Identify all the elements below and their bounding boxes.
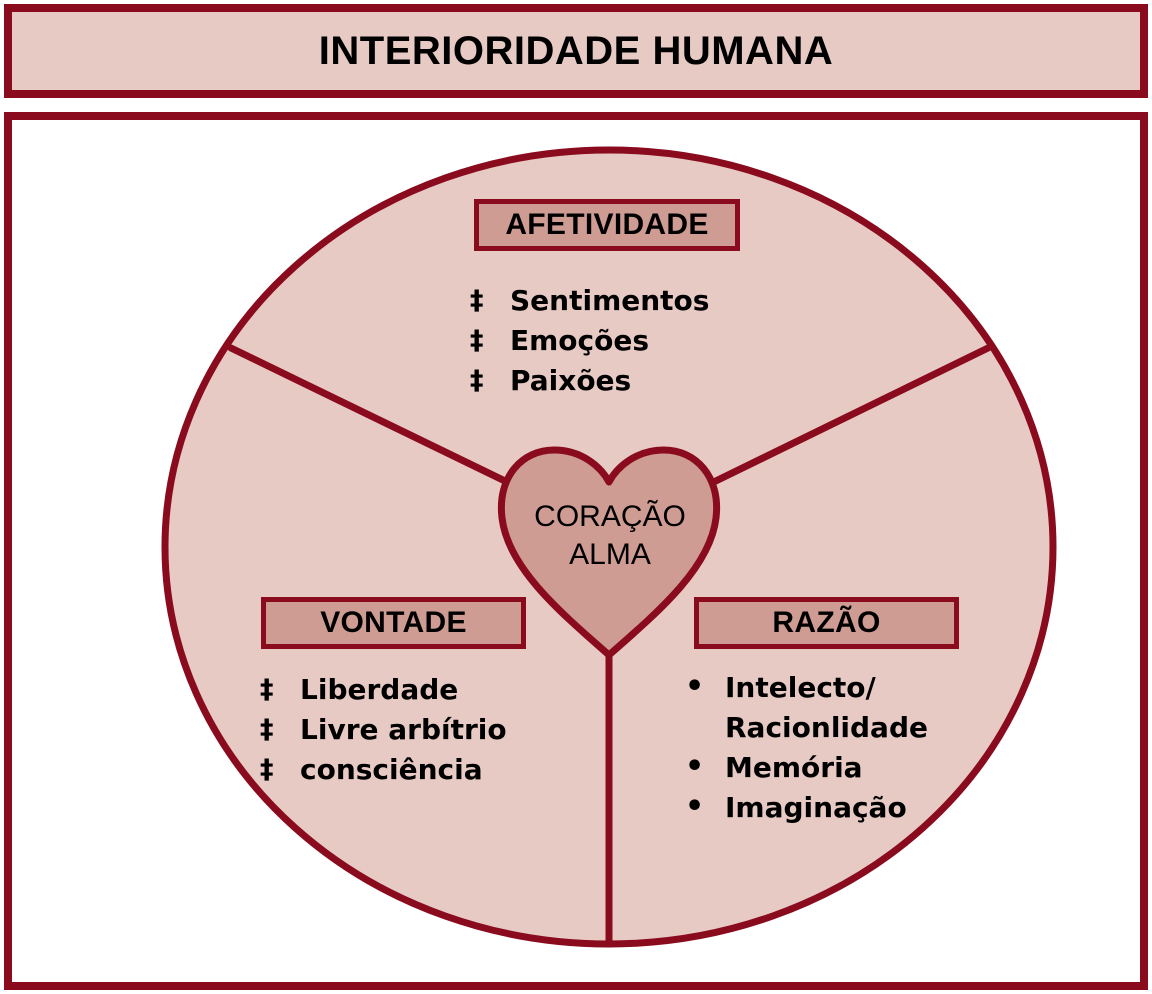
list-item-label: Imaginação [725,791,907,824]
title-bar: INTERIORIDADE HUMANA [4,4,1148,98]
bullet-dot-icon: • [685,789,705,824]
section-label-razao[interactable]: RAZÃO [694,597,959,649]
list-item-label: Livre arbítrio [300,713,507,746]
list-item: ‡ Emoções [470,321,709,361]
list-item: • Memória [685,748,928,788]
list-item-label: Emoções [510,324,650,357]
section-list-razao: • Intelecto/ Racionlidade • Memória • Im… [685,668,928,828]
list-item-label: consciência [300,753,483,786]
heart-label-line1: CORAÇÃO [534,500,686,533]
section-label-afetividade[interactable]: AFETIVIDADE [474,199,740,251]
section-label-text: AFETIVIDADE [505,208,709,241]
section-label-text: RAZÃO [772,606,881,639]
section-label-vontade[interactable]: VONTADE [261,597,526,649]
list-item: ‡ consciência [260,750,507,790]
heart-label-line2: ALMA [569,538,651,571]
section-list-afetividade: ‡ Sentimentos ‡ Emoções ‡ Paixões [470,281,709,401]
list-item: ‡ Liberdade [260,670,507,710]
list-item-label: Paixões [510,364,632,397]
section-list-vontade: ‡ Liberdade ‡ Livre arbítrio ‡ consciênc… [260,670,507,790]
list-item: ‡ Livre arbítrio [260,710,507,750]
section-label-text: VONTADE [320,606,467,639]
page-title: INTERIORIDADE HUMANA [318,28,834,73]
double-dagger-icon: ‡ [470,285,484,316]
list-item: • Intelecto/ Racionlidade [685,668,928,748]
double-dagger-icon: ‡ [260,674,274,705]
list-item-label: Liberdade [300,673,459,706]
list-item: ‡ Paixões [470,361,709,401]
list-item-label: Sentimentos [510,284,710,317]
heart-label: CORAÇÃO ALMA [500,498,720,574]
bullet-dot-icon: • [685,669,705,704]
list-item: ‡ Sentimentos [470,281,709,321]
list-item: • Imaginação [685,788,928,828]
list-item-label: Intelecto/ Racionlidade [725,671,928,744]
double-dagger-icon: ‡ [260,714,274,745]
bullet-dot-icon: • [685,749,705,784]
list-item-label: Memória [725,751,863,784]
double-dagger-icon: ‡ [470,325,484,356]
double-dagger-icon: ‡ [470,365,484,396]
double-dagger-icon: ‡ [260,754,274,785]
